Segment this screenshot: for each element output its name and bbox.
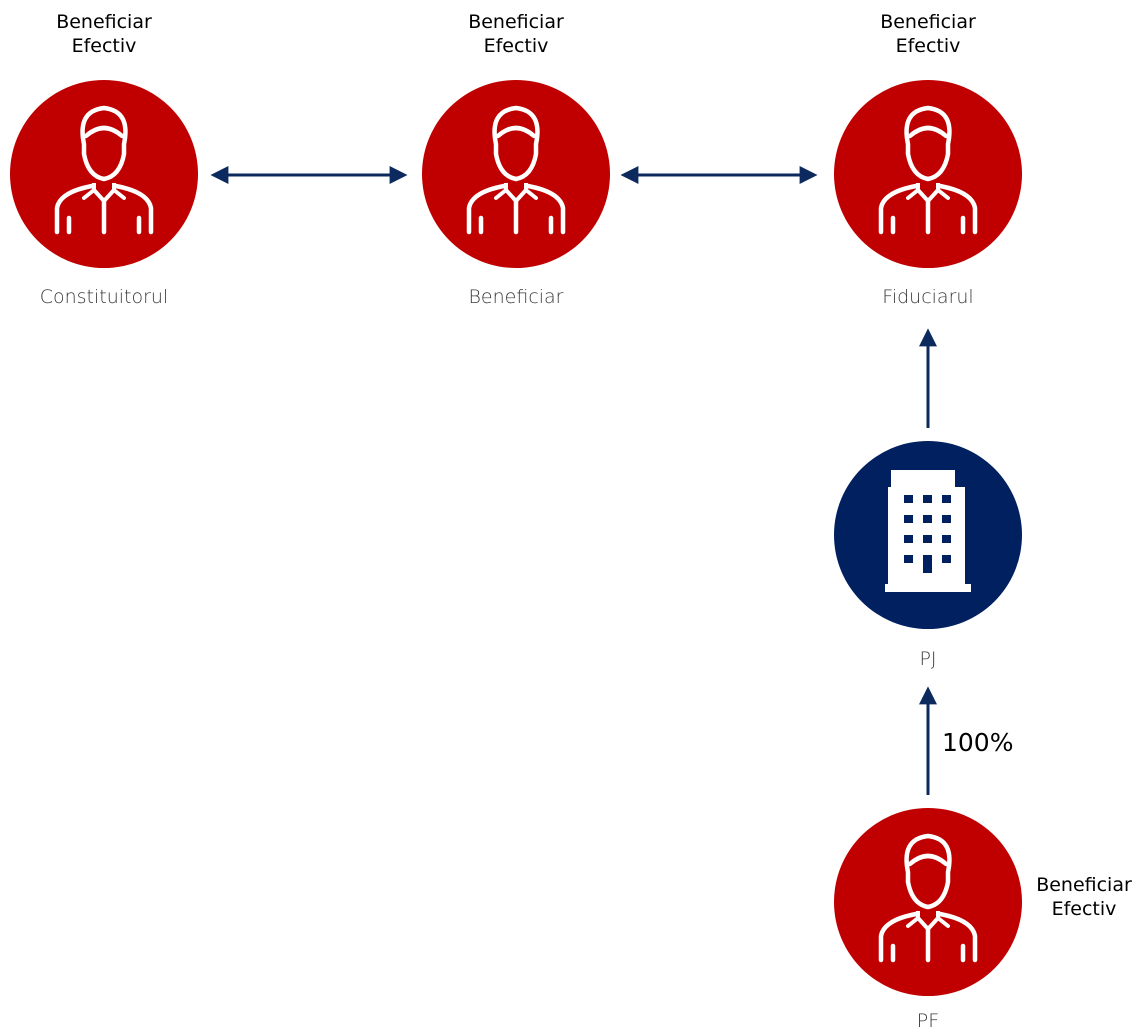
- person-icon: [10, 80, 198, 268]
- be-badge-beneficiar: Beneficiar Efectiv: [468, 11, 564, 57]
- building-icon: [885, 470, 971, 592]
- person-icon: [834, 808, 1022, 996]
- person-icon: [834, 80, 1022, 268]
- node-label-fiduciarul: Fiduciarul: [882, 286, 974, 308]
- node-pj: [834, 441, 1022, 629]
- node-pf: [834, 808, 1022, 996]
- node-label-beneficiar: Beneficiar: [468, 286, 564, 308]
- edge-label-100: 100%: [942, 728, 1014, 757]
- node-label-pf: PF: [916, 1010, 940, 1032]
- node-fiduciarul: [834, 80, 1022, 268]
- node-label-pj: PJ: [919, 648, 937, 670]
- node-label-constituitorul: Constituitorul: [39, 286, 169, 308]
- be-badge-fiduciarul: Beneficiar Efectiv: [880, 11, 976, 57]
- node-beneficiar: [422, 80, 610, 268]
- be-badge-constituitorul: Beneficiar Efectiv: [56, 11, 152, 57]
- node-constituitorul: [10, 80, 198, 268]
- be-badge-pf: Beneficiar Efectiv: [1036, 874, 1132, 920]
- person-icon: [422, 80, 610, 268]
